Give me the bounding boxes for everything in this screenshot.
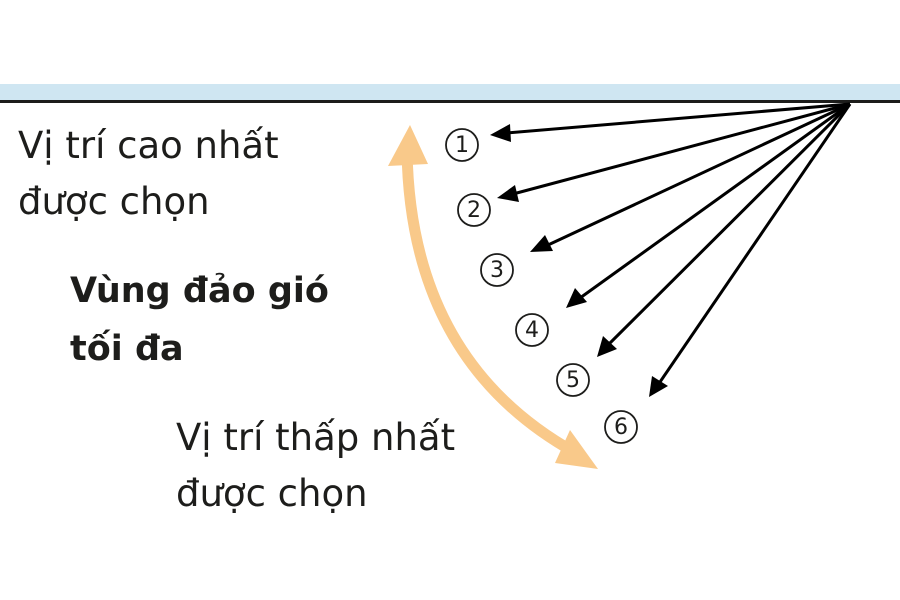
position-number: 5 [566, 368, 580, 393]
position-number: 4 [525, 318, 539, 343]
swing-range-double-arrow-icon [388, 125, 598, 469]
zone-label-line-2: tối đa [70, 329, 184, 369]
position-marker-1: 1 [445, 128, 479, 162]
highest-label-line-1: Vị trí cao nhất [18, 124, 279, 167]
position-marker-3: 3 [480, 253, 514, 287]
airflow-arrow-1-arrow-icon [490, 102, 851, 142]
ceiling-band [0, 84, 900, 101]
position-marker-4: 4 [515, 313, 549, 347]
airflow-arrow-5-arrow-icon [597, 102, 852, 357]
position-markers: 1 2 3 4 5 6 [445, 128, 638, 444]
highest-label-line-2: được chọn [18, 180, 210, 223]
max-swing-zone-label: Vùng đảo gió tối đa [70, 262, 329, 378]
airflow-arrow-2-arrow-icon [497, 102, 851, 202]
position-marker-2: 2 [457, 193, 491, 227]
position-marker-6: 6 [604, 410, 638, 444]
airflow-arrow-4-arrow-icon [566, 102, 851, 308]
airflow-arrows [490, 102, 852, 397]
position-number: 6 [614, 415, 628, 440]
airflow-arrow-6-arrow-icon [649, 103, 852, 397]
zone-label-line-1: Vùng đảo gió [70, 271, 329, 311]
position-marker-5: 5 [556, 363, 590, 397]
airflow-arrow-3-arrow-icon [530, 102, 851, 252]
highest-position-label: Vị trí cao nhất được chọn [18, 118, 279, 230]
lowest-label-line-1: Vị trí thấp nhất [176, 416, 456, 459]
position-number: 2 [467, 198, 481, 223]
position-number: 3 [490, 258, 504, 283]
position-number: 1 [455, 133, 469, 158]
lowest-position-label: Vị trí thấp nhất được chọn [176, 410, 455, 522]
lowest-label-line-2: được chọn [176, 472, 368, 515]
